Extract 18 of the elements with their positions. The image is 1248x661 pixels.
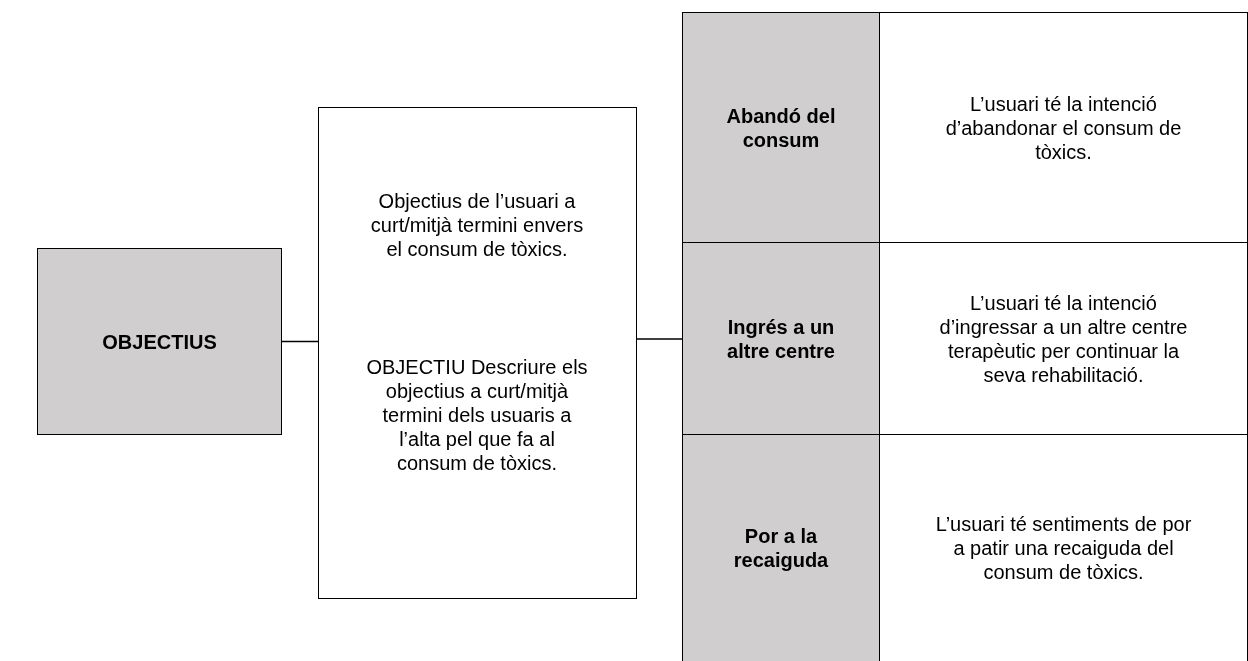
header-box bbox=[682, 12, 880, 243]
text-box bbox=[880, 243, 1248, 435]
connector-line bbox=[281, 340, 319, 343]
text-box bbox=[880, 12, 1248, 243]
text-box bbox=[318, 107, 637, 599]
connector-line bbox=[636, 338, 683, 340]
heading-text: Abandó del consum bbox=[725, 103, 837, 152]
description-text: L’usuari té la intenció d’ingressar a un altre centre terapèutic per continuar la seva rehabilitació. bbox=[938, 290, 1189, 387]
heading-text: OBJECTIUS bbox=[101, 329, 218, 354]
description-text: Objectius de l’usuari a curt/mitjà termini envers el consum de tòxics. bbox=[369, 188, 585, 262]
description-text: L’usuari té sentiments de por a patir una recaiguda del consum de tòxics. bbox=[934, 512, 1193, 584]
header-box bbox=[37, 248, 282, 435]
heading-text: Ingrés a un altre centre bbox=[726, 314, 836, 363]
header-box bbox=[682, 243, 880, 435]
description-text: L’usuari té la intenció d’abandonar el consum de tòxics. bbox=[944, 91, 1183, 164]
heading-text: Por a la recaiguda bbox=[732, 524, 830, 572]
header-box bbox=[682, 435, 880, 661]
description-text: OBJECTIU Descriure els objectius a curt/mitjà termini dels usuaris a l’alta pel que fa al consum de tòxics. bbox=[366, 355, 588, 475]
